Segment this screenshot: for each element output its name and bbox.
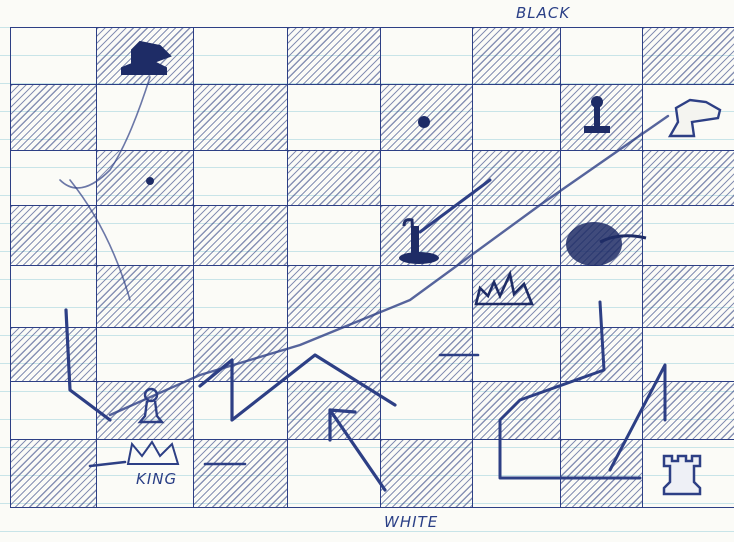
dot-icon [416, 114, 432, 134]
king-label: KING [136, 470, 177, 488]
knight-icon[interactable] [656, 96, 726, 144]
crown-icon [124, 438, 184, 472]
short-dash-2 [90, 462, 125, 466]
dot-icon [144, 172, 156, 191]
knight-curve-line-2 [70, 180, 130, 300]
pawn-icon[interactable] [394, 214, 444, 270]
rook-icon[interactable] [654, 452, 710, 504]
knight-curve-line [60, 77, 150, 188]
zigzag-line [200, 355, 395, 420]
pawn-icon[interactable] [136, 386, 166, 430]
knight-icon[interactable] [114, 36, 174, 82]
scribble-icon[interactable] [560, 212, 650, 276]
king-icon[interactable] [470, 270, 540, 314]
left-bracket-line [66, 310, 110, 420]
arrow-up-left [330, 410, 385, 490]
pawn-icon[interactable] [580, 92, 614, 140]
